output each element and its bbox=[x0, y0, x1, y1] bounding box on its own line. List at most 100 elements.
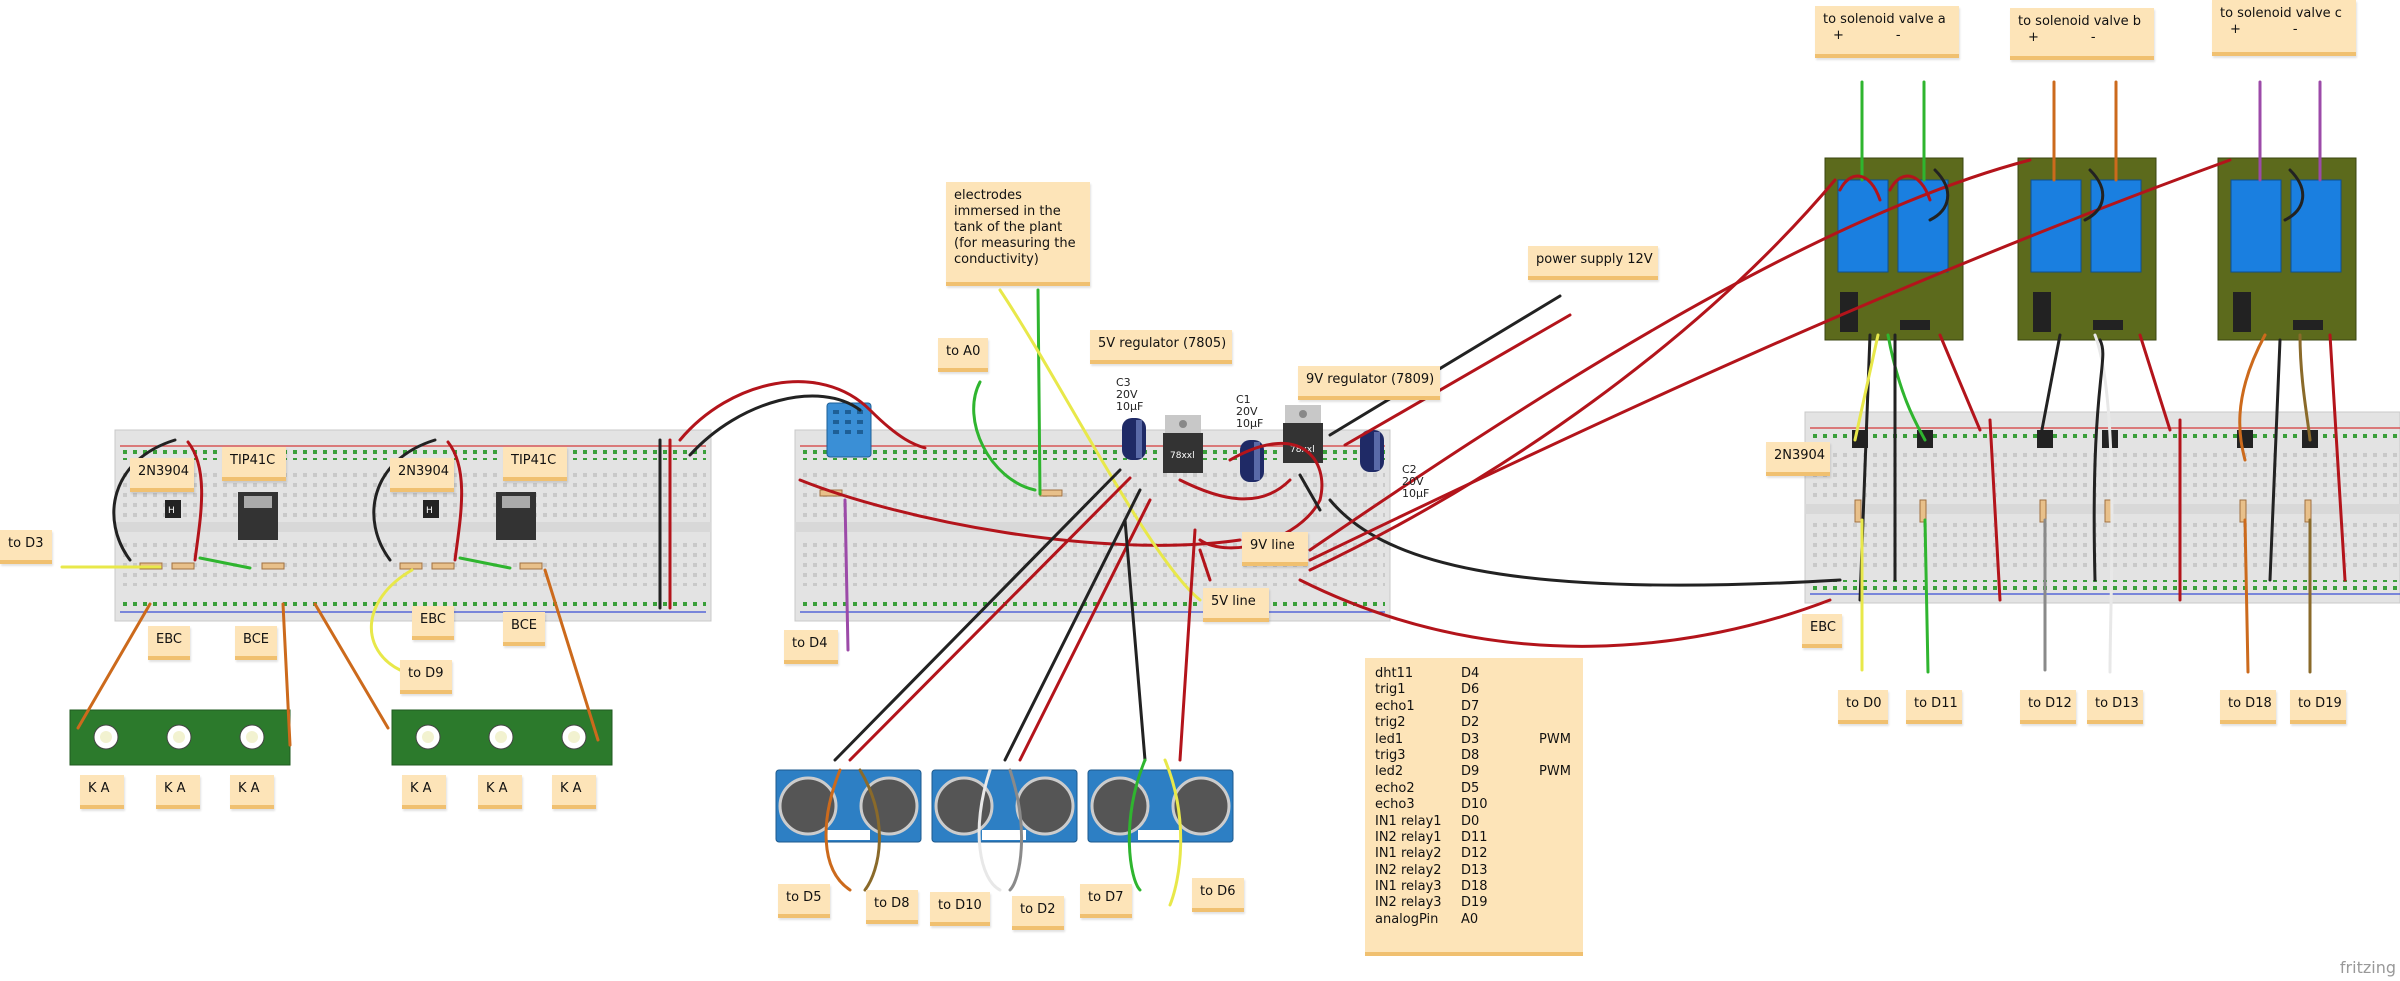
pin-signal: trig3 bbox=[1375, 747, 1406, 763]
note-to-d11: to D11 bbox=[1906, 690, 1962, 724]
pin-signal: IN1 relay1 bbox=[1375, 813, 1442, 829]
pin-signal: dht11 bbox=[1375, 666, 1414, 681]
note-electrodes: electrodes immersed in the tank of the p… bbox=[946, 182, 1090, 286]
relay-module-2 bbox=[2017, 157, 2157, 341]
svg-text:H: H bbox=[168, 506, 175, 516]
pin-signal: IN2 relay2 bbox=[1375, 862, 1442, 878]
note-to-d19: to D19 bbox=[2290, 690, 2346, 724]
pin-number: D6 bbox=[1461, 682, 1480, 698]
wires bbox=[60, 80, 2347, 907]
solenoid-b-label: to solenoid valve b bbox=[2018, 14, 2142, 29]
led-4 bbox=[415, 724, 441, 750]
led-module-group-1 bbox=[69, 709, 291, 766]
fritzing-watermark: fritzing bbox=[2339, 958, 2396, 977]
capacitor-c2 bbox=[1360, 430, 1384, 472]
transistor-2n3904-1: H bbox=[165, 500, 181, 518]
note-to-d10: to D10 bbox=[930, 892, 990, 926]
note-relay-2n3904: 2N3904 bbox=[1766, 442, 1830, 476]
solenoid-c-label: to solenoid valve c bbox=[2220, 6, 2342, 21]
pin-number: D10 bbox=[1461, 797, 1488, 813]
pin-row: IN2 relay2 D13 bbox=[1371, 863, 1577, 879]
ultrasonic-sensor-2 bbox=[931, 769, 1078, 843]
c1-label-value: 10µF bbox=[1236, 417, 1264, 430]
pin-number: D2 bbox=[1461, 715, 1480, 731]
pin-signal: analogPin bbox=[1375, 911, 1439, 927]
capacitor-c3 bbox=[1122, 418, 1146, 460]
solenoid-b-polarity: +- bbox=[2018, 30, 2146, 46]
note-to-d5: to D5 bbox=[778, 884, 830, 918]
pin-note: PWM bbox=[1539, 764, 1571, 780]
note-to-d7: to D7 bbox=[1080, 884, 1132, 918]
pin-signal: IN2 relay3 bbox=[1375, 895, 1442, 911]
pin-number: D19 bbox=[1461, 895, 1488, 911]
c1-label-voltage: 20V bbox=[1236, 405, 1258, 418]
pin-number: D8 bbox=[1461, 747, 1480, 763]
svg-text:H: H bbox=[426, 506, 433, 516]
note-9v-line: 9V line bbox=[1242, 532, 1308, 566]
note-to-d13: to D13 bbox=[2087, 690, 2143, 724]
solenoid-c-polarity: +- bbox=[2220, 22, 2348, 38]
dht11-sensor bbox=[826, 402, 872, 458]
breadboard-3 bbox=[1804, 411, 2400, 604]
solenoid-c-minus: - bbox=[2292, 22, 2298, 37]
ultrasonic-sensor-1 bbox=[775, 769, 922, 843]
pin-row: IN2 relay1 D11 bbox=[1371, 830, 1577, 846]
solenoid-a-polarity: +- bbox=[1823, 28, 1951, 44]
led-2 bbox=[166, 724, 192, 750]
pin-row: IN1 relay2 D12 bbox=[1371, 846, 1577, 862]
note-ebc-3: EBC bbox=[1802, 614, 1842, 648]
pin-signal: IN2 relay1 bbox=[1375, 829, 1442, 845]
note-to-d0: to D0 bbox=[1838, 690, 1888, 724]
led-3 bbox=[239, 724, 265, 750]
note-to-d12: to D12 bbox=[2020, 690, 2076, 724]
note-ebc-2: EBC bbox=[412, 606, 454, 640]
transistor-2n3904-2: H bbox=[423, 500, 439, 518]
pin-signal: echo1 bbox=[1375, 698, 1415, 714]
note-q3-2n3904: 2N3904 bbox=[390, 458, 454, 492]
solenoid-b-minus: - bbox=[2090, 30, 2096, 45]
regulator-text-1: 78xxl bbox=[1170, 451, 1195, 461]
note-to-d18: to D18 bbox=[2220, 690, 2276, 724]
pin-number: D0 bbox=[1461, 813, 1480, 829]
pin-number: D3 bbox=[1461, 731, 1480, 747]
pin-signal: IN1 relay2 bbox=[1375, 846, 1442, 862]
pin-row: trig1 D6 bbox=[1371, 682, 1577, 698]
pin-signal: trig2 bbox=[1375, 715, 1406, 731]
note-ka-5: K A bbox=[478, 775, 522, 809]
note-ebc-1: EBC bbox=[148, 626, 190, 660]
c2-label-name: C2 bbox=[1402, 463, 1417, 476]
c3-label-voltage: 20V bbox=[1116, 388, 1138, 401]
regulator-7805: 78xxl bbox=[1163, 415, 1203, 473]
led-6 bbox=[561, 724, 587, 750]
c1-label-name: C1 bbox=[1236, 393, 1251, 406]
pin-row: IN1 relay3 D18 bbox=[1371, 879, 1577, 895]
note-solenoid-c: to solenoid valve c +- bbox=[2212, 0, 2356, 56]
pin-row: echo3 D10 bbox=[1371, 797, 1577, 813]
note-solenoid-b: to solenoid valve b +- bbox=[2010, 8, 2154, 60]
solenoid-c-plus: + bbox=[2230, 22, 2241, 37]
transistor-tip41c-2 bbox=[496, 492, 536, 540]
note-5v-line: 5V line bbox=[1203, 588, 1269, 622]
pin-signal: echo3 bbox=[1375, 797, 1415, 813]
c2-label-value: 10µF bbox=[1402, 487, 1430, 500]
pin-number: A0 bbox=[1461, 911, 1479, 927]
note-to-d9: to D9 bbox=[400, 660, 452, 694]
pin-row: analogPin A0 bbox=[1371, 912, 1577, 928]
pin-number: D11 bbox=[1461, 829, 1488, 845]
note-ka-2: K A bbox=[156, 775, 200, 809]
led-5 bbox=[488, 724, 514, 750]
note-to-d4: to D4 bbox=[784, 630, 838, 664]
pin-number: D13 bbox=[1461, 862, 1488, 878]
transistor-tip41c-1 bbox=[238, 492, 278, 540]
note-to-d6: to D6 bbox=[1192, 878, 1244, 912]
pin-number: D18 bbox=[1461, 879, 1488, 895]
c3-label-name: C3 bbox=[1116, 376, 1131, 389]
pin-signal: trig1 bbox=[1375, 682, 1406, 698]
pin-number: D9 bbox=[1461, 764, 1480, 780]
note-to-d8: to D8 bbox=[866, 890, 918, 924]
